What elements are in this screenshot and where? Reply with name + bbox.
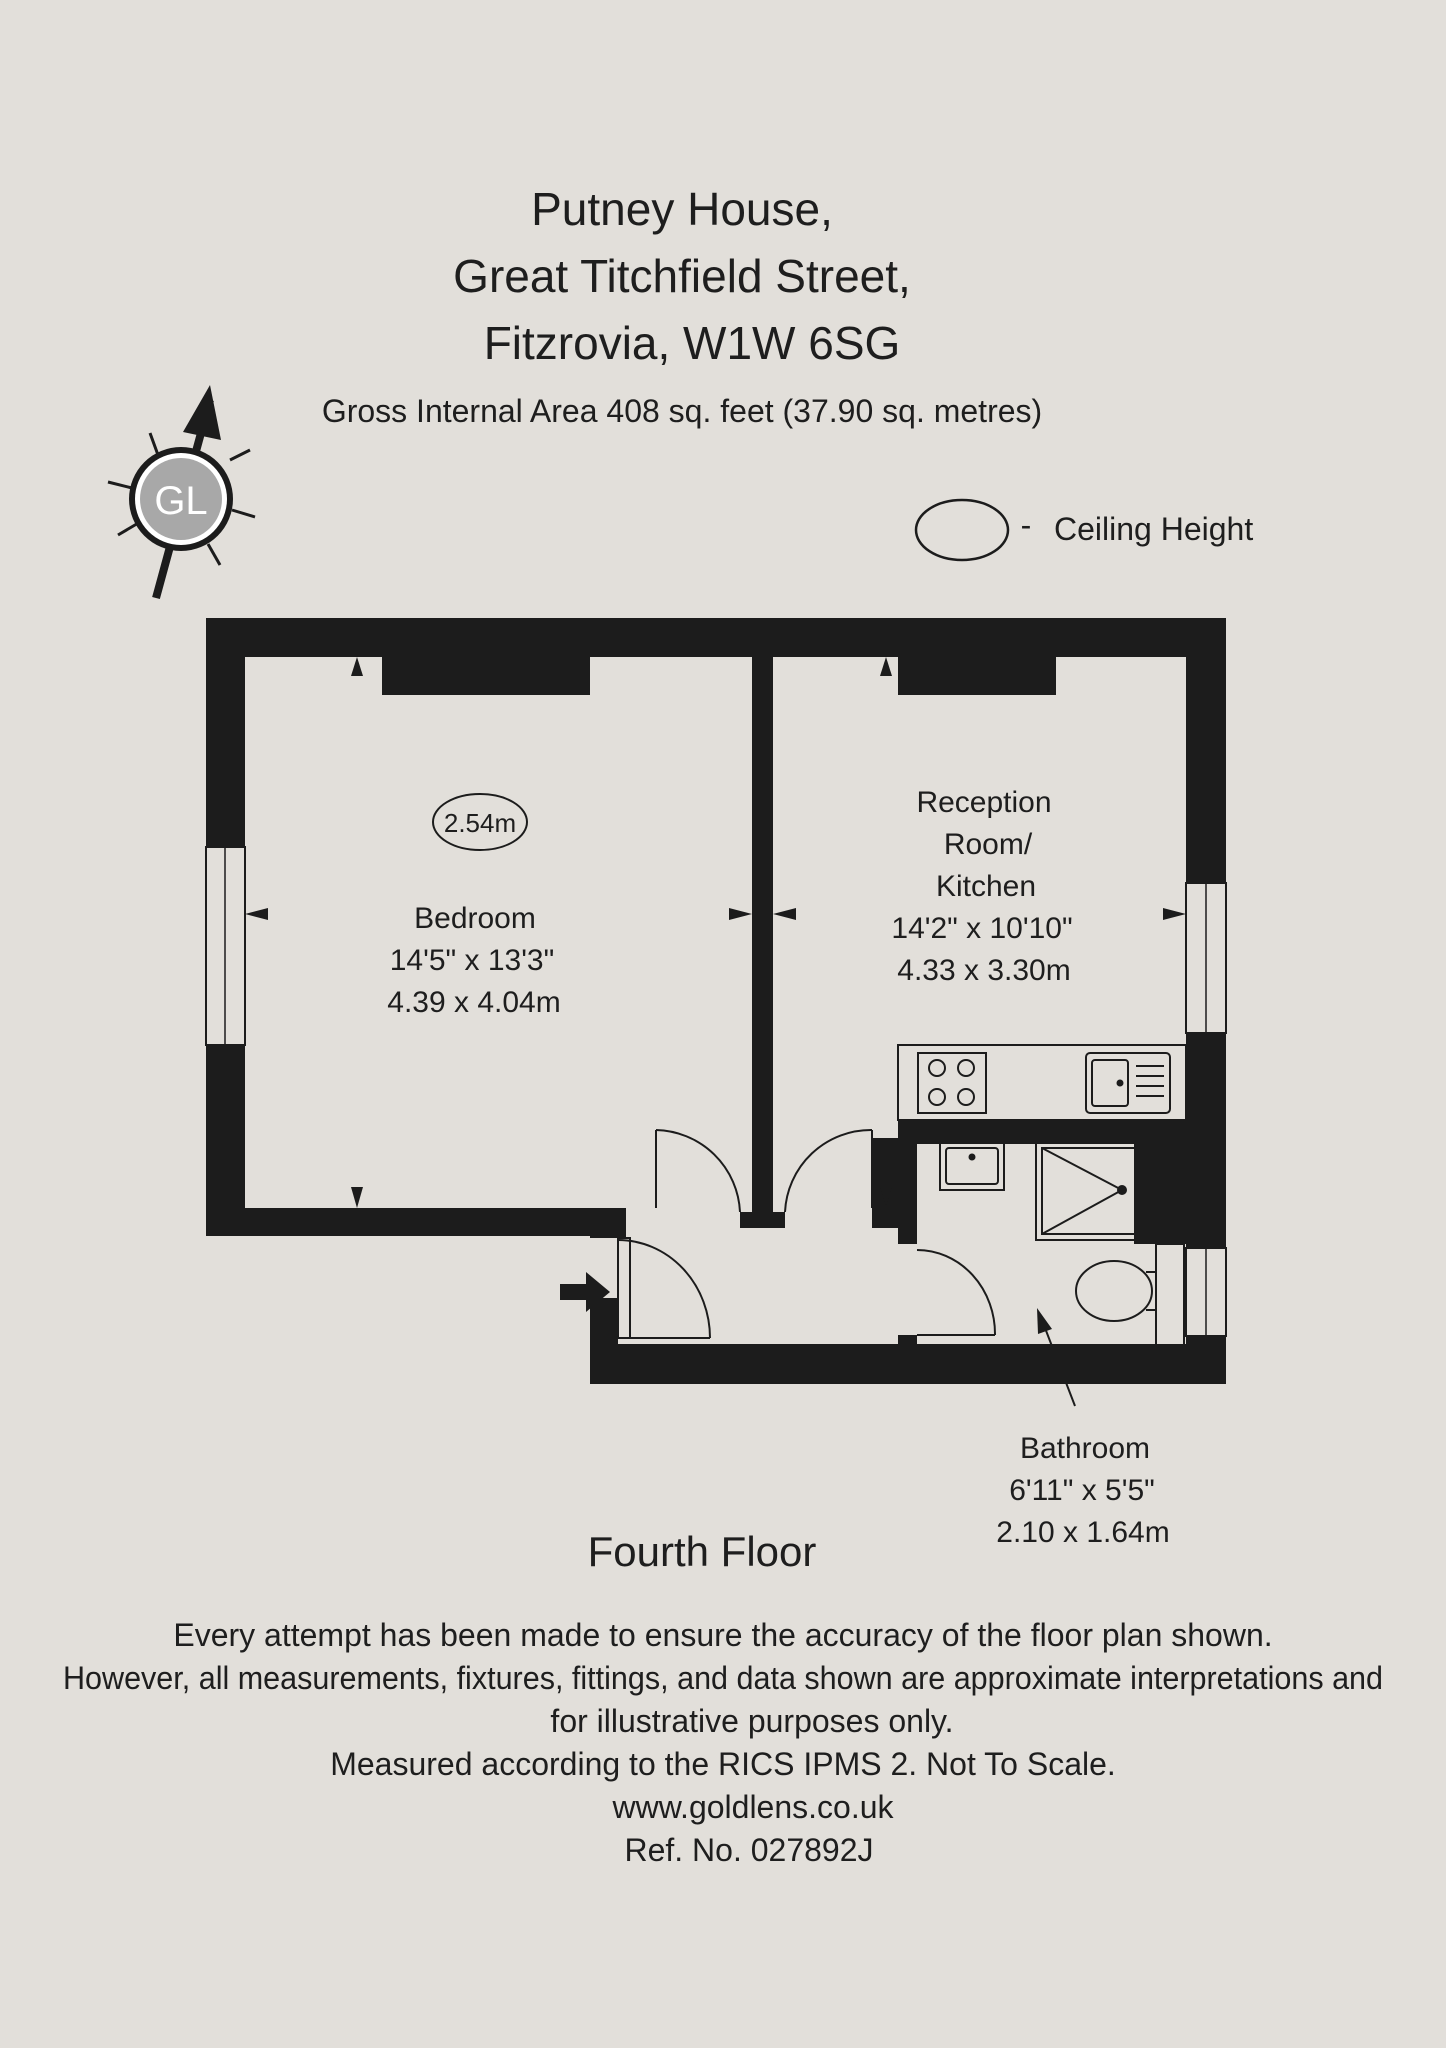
logo-text: GL [154,479,207,523]
reception-imperial: 14'2" x 10'10" [891,912,1072,945]
address-line-3: Fitzrovia, W1W 6SG [484,317,901,369]
shower-icon [1035,1141,1143,1241]
doors [617,1128,997,1339]
entrance-arrow-icon [560,1272,610,1312]
ceiling-height-symbol-icon [914,498,1010,562]
bathroom-fixtures [939,1141,1185,1347]
measurement-arrows [245,657,1186,1208]
website-text: www.goldlens.co.uk [611,1789,894,1825]
address-line-2: Great Titchfield Street, [453,250,911,302]
disclaimer-line-4: Measured according to the RICS IPMS 2. N… [330,1746,1116,1782]
bedroom-door-icon [655,1129,741,1213]
reception-metric: 4.33 x 3.30m [897,954,1070,987]
kitchen-counter [897,1044,1187,1121]
header: Putney House, Great Titchfield Street, F… [322,183,1042,429]
bathroom-door-icon [916,1249,997,1336]
reception-name-1: Reception [916,786,1051,819]
reception-name-3: Kitchen [936,870,1036,903]
gross-internal-area: Gross Internal Area 408 sq. feet (37.90 … [322,393,1042,429]
reference-number: Ref. No. 027892J [624,1832,873,1868]
bathroom-name: Bathroom [1020,1432,1150,1465]
reception-label: Reception Room/ Kitchen 14'2" x 10'10" 4… [891,786,1072,987]
reception-door-icon [784,1128,873,1213]
windows [205,846,1227,1337]
disclaimer-line-1: Every attempt has been made to ensure th… [173,1617,1272,1653]
compass-rays-icon [107,432,256,566]
bathroom-metric: 2.10 x 1.64m [996,1516,1169,1549]
compass-north-arrow-icon: GL [107,385,256,600]
basin-icon [939,1141,1005,1191]
bedroom-name: Bedroom [414,902,536,935]
floor-label: Fourth Floor [588,1528,817,1575]
hob-icon [917,1052,987,1114]
legend-dash: - [1021,507,1032,543]
disclaimer: Every attempt has been made to ensure th… [63,1617,1383,1868]
kitchen-sink-icon [1085,1052,1171,1114]
reception-name-2: Room/ [944,828,1033,861]
ceiling-height-legend: - Ceiling Height [914,498,1253,562]
bedroom-label: Bedroom 14'5" x 13'3" 4.39 x 4.04m [387,902,560,1019]
disclaimer-line-2: However, all measurements, fixtures, fit… [63,1660,1383,1696]
toilet-icon [1075,1243,1185,1347]
bathroom-label: Bathroom 6'11" x 5'5" 2.10 x 1.64m [996,1432,1169,1549]
legend-label: Ceiling Height [1054,511,1253,547]
disclaimer-line-3: for illustrative purposes only. [550,1703,953,1739]
ceiling-height-marker [432,793,528,851]
bathroom-imperial: 6'11" x 5'5" [1009,1474,1155,1507]
bedroom-ceiling-height: 2.54m [444,808,516,838]
bathroom-pointer [1037,1308,1076,1407]
bedroom-imperial: 14'5" x 13'3" [390,944,555,977]
entrance-door-icon [617,1237,711,1339]
walls [206,618,1226,1384]
address-line-1: Putney House, [531,183,833,235]
bedroom-metric: 4.39 x 4.04m [387,986,560,1019]
